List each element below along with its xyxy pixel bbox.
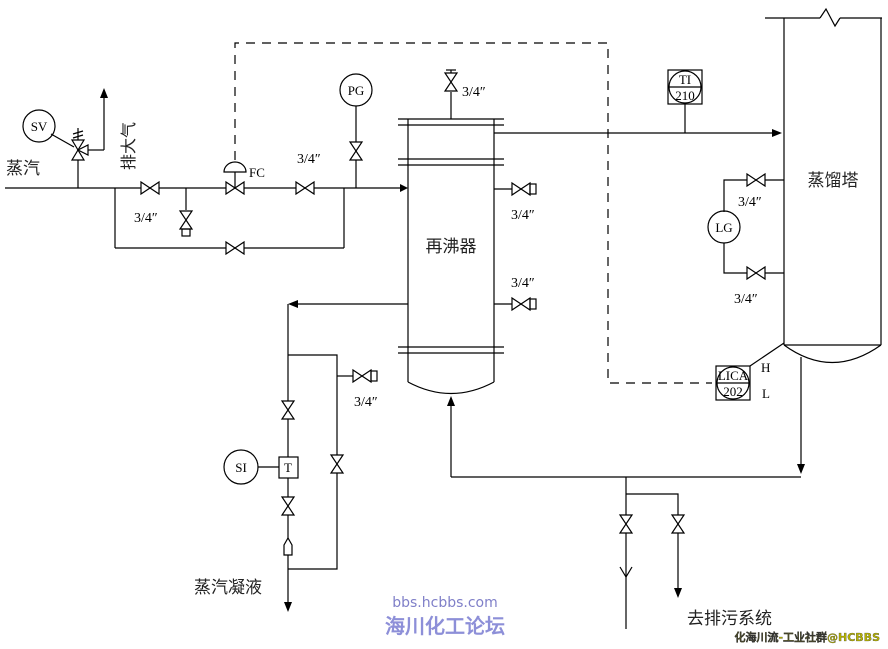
bottoms-line bbox=[447, 357, 805, 478]
condensate-line bbox=[258, 300, 408, 612]
watermark-site: 海川化工论坛 bbox=[385, 614, 505, 638]
isolation-valve-1 bbox=[140, 181, 160, 195]
pg-tag: PG bbox=[348, 83, 365, 98]
level-high-label: H bbox=[761, 360, 770, 375]
si-tag: SI bbox=[235, 460, 247, 475]
pg-size: 3/4″ bbox=[297, 152, 321, 167]
watermark-url: bbs.hcbbs.com bbox=[392, 595, 498, 611]
distillation-column bbox=[765, 7, 882, 363]
drain-size: 3/4″ bbox=[134, 211, 158, 226]
lg-tag: LG bbox=[715, 220, 732, 235]
trap-tag: T bbox=[284, 460, 292, 475]
sv-bubble bbox=[22, 109, 56, 143]
control-valve bbox=[223, 161, 247, 195]
isolation-valve-2 bbox=[295, 181, 315, 195]
watermark-community: 化海川流-工业社群@HCBBS bbox=[734, 630, 880, 644]
si-bubble bbox=[223, 449, 259, 485]
steam-inlet-label: 蒸汽 bbox=[6, 159, 40, 179]
lg-bubble bbox=[707, 210, 741, 244]
ti-210-instrument bbox=[667, 69, 703, 105]
steam-inlet-line bbox=[5, 184, 408, 192]
safety-valve bbox=[50, 88, 108, 188]
lica-number: 202 bbox=[723, 384, 743, 399]
ti-tag: TI bbox=[679, 72, 691, 87]
vent-label: 排大气 bbox=[119, 122, 138, 170]
condensate-bypass-size: 3/4″ bbox=[354, 395, 378, 410]
lg-upper-size: 3/4″ bbox=[738, 195, 762, 210]
reboiler-vessel bbox=[398, 69, 537, 395]
control-signal-line bbox=[234, 42, 712, 384]
bypass-valve bbox=[225, 241, 245, 255]
level-low-label: L bbox=[762, 386, 770, 401]
level-gauge-lines bbox=[723, 173, 784, 280]
sv-tag: SV bbox=[31, 119, 48, 134]
ti-number: 210 bbox=[675, 88, 695, 103]
drain-valve bbox=[179, 210, 193, 230]
steam-trap bbox=[278, 456, 299, 479]
reboiler-label: 再沸器 bbox=[426, 237, 477, 257]
drain-label: 去排污系统 bbox=[687, 609, 772, 629]
pressure-gauge-branch bbox=[349, 106, 363, 188]
pg-bubble bbox=[339, 73, 373, 107]
reboiler-vent-size: 3/4″ bbox=[462, 85, 486, 100]
reboiler-side-upper-size: 3/4″ bbox=[511, 208, 535, 223]
column-label: 蒸馏塔 bbox=[808, 171, 859, 191]
vapor-return-line bbox=[494, 104, 782, 137]
fc-label: FC bbox=[249, 165, 265, 180]
reboiler-side-lower-size: 3/4″ bbox=[511, 276, 535, 291]
lica-tag: LICA bbox=[718, 368, 749, 383]
condensate-label: 蒸汽凝液 bbox=[194, 578, 262, 598]
lg-lower-size: 3/4″ bbox=[734, 292, 758, 307]
lica-202-instrument bbox=[715, 342, 785, 401]
drain-branch bbox=[619, 477, 685, 629]
bypass-loop bbox=[114, 181, 345, 255]
